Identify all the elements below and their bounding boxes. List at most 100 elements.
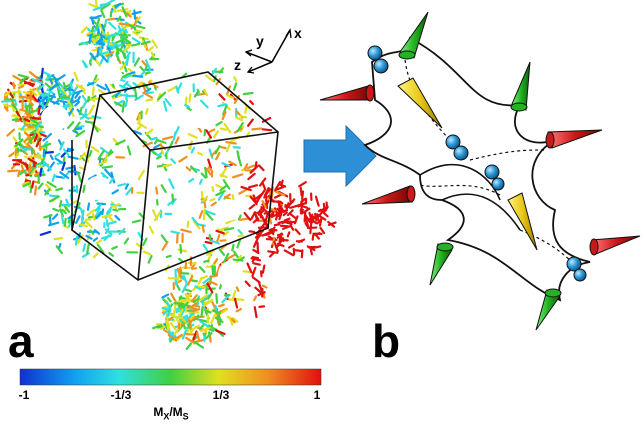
magnetization-vector — [86, 202, 91, 211]
magnetization-vector — [111, 41, 120, 47]
magnetization-vector — [203, 259, 210, 263]
magnetization-vector — [219, 127, 228, 131]
magnetization-vector — [132, 30, 139, 36]
magnetization-vector — [29, 88, 38, 97]
magnetization-vector — [91, 115, 102, 120]
magnetization-vector — [133, 57, 141, 67]
magnetization-vector — [49, 154, 54, 161]
magnetization-vector — [215, 120, 223, 127]
magnetization-vector — [101, 213, 113, 218]
magnetization-vector — [22, 117, 27, 124]
magnetization-vector — [122, 36, 129, 41]
magnetization-vector — [324, 205, 329, 212]
magnetization-vector — [100, 53, 109, 63]
magnetization-vector — [246, 262, 253, 274]
magnetization-vector — [131, 37, 141, 44]
magnetization-vector — [238, 188, 249, 195]
magnetization-vector — [18, 95, 31, 99]
magnetization-vector — [230, 317, 236, 324]
magnetization-vector — [267, 235, 274, 240]
magnetization-vector — [20, 164, 25, 171]
magnetization-vector — [236, 239, 241, 249]
magnetization-vector — [125, 187, 133, 196]
magnetization-vector — [52, 99, 60, 105]
magnetization-vector — [190, 279, 198, 283]
magnetization-vector — [30, 168, 37, 176]
magnetization-vector — [111, 203, 121, 208]
magnetization-vector — [19, 142, 25, 149]
magnetization-vector — [59, 171, 70, 180]
magnetization-vector — [17, 169, 21, 178]
magnetization-vector — [188, 177, 195, 183]
magnetization-vector — [247, 164, 255, 170]
magnetization-vector — [192, 330, 198, 341]
magnetization-vector — [222, 252, 230, 264]
magnetization-vector — [111, 189, 119, 195]
magnetization-vector — [289, 213, 297, 219]
magnetization-vector — [3, 103, 12, 108]
magnetization-vector — [23, 80, 34, 87]
inner-curve-2 — [441, 193, 521, 231]
magnetization-vector — [198, 266, 206, 273]
magnetization-vector — [181, 301, 190, 310]
magnetization-vector — [86, 95, 91, 103]
magnetization-vector — [100, 2, 111, 11]
magnetization-vector — [142, 91, 154, 99]
magnetization-vector — [180, 228, 192, 234]
magnetization-vector — [108, 21, 117, 30]
magnetization-vector — [13, 98, 18, 107]
magnetization-vector — [200, 172, 207, 179]
magnetization-vector — [71, 99, 79, 104]
axis-label-y: y — [256, 33, 264, 49]
magnetization-vector — [184, 336, 195, 344]
magnetization-vector — [20, 124, 26, 131]
magnetization-vector — [233, 76, 238, 83]
magnetization-vector — [175, 85, 180, 94]
magnetization-vector — [215, 293, 219, 304]
network-outline — [363, 36, 591, 302]
magnetization-vector — [237, 229, 243, 235]
magnetization-vector — [57, 139, 63, 147]
magnetization-vector — [40, 67, 44, 80]
magnetization-vector — [293, 215, 299, 225]
magnetization-vector — [59, 141, 65, 151]
magnetization-vector — [126, 145, 132, 156]
magnetization-vector — [240, 185, 252, 192]
magnetization-vector — [12, 81, 16, 90]
magnetization-vector — [299, 198, 304, 207]
magnetization-vector — [96, 243, 105, 254]
magnetization-vector — [141, 60, 147, 66]
magnetization-vector — [29, 116, 42, 120]
magnetization-vector — [111, 245, 118, 250]
magnetization-vector — [67, 121, 75, 130]
magnetization-vector — [115, 139, 126, 146]
magnetization-vector — [258, 305, 266, 308]
green-cone-1 — [398, 11, 429, 60]
magnetization-vector — [261, 199, 267, 209]
magnetization-vector — [101, 165, 114, 169]
magnetization-vector — [201, 275, 209, 280]
magnetization-vector — [49, 82, 58, 91]
magnetization-vector — [98, 160, 108, 166]
magnetization-vector — [111, 5, 117, 13]
magnetization-vector — [308, 211, 314, 224]
magnetization-vector — [51, 74, 58, 82]
magnetization-vector — [257, 281, 263, 292]
red-cone-1 — [319, 84, 375, 102]
magnetization-vector — [160, 325, 166, 330]
colorbar-title: MX/MS — [153, 405, 188, 421]
magnetization-vector — [251, 266, 257, 278]
magnetization-vector — [31, 78, 43, 84]
magnetization-vector — [172, 303, 177, 316]
magnetization-vector — [94, 203, 102, 212]
magnetization-vector — [202, 208, 206, 221]
magnetization-vector — [73, 71, 79, 82]
colorbar-tick-label: 1/3 — [212, 388, 230, 402]
magnetization-vector — [243, 163, 249, 170]
magnetization-vector — [142, 250, 152, 256]
magnetization-vector — [174, 136, 180, 145]
magnetization-vector — [29, 79, 36, 83]
magnetization-vector — [43, 214, 53, 219]
magnetization-vector — [136, 81, 144, 87]
tunnel-opening — [218, 261, 242, 289]
